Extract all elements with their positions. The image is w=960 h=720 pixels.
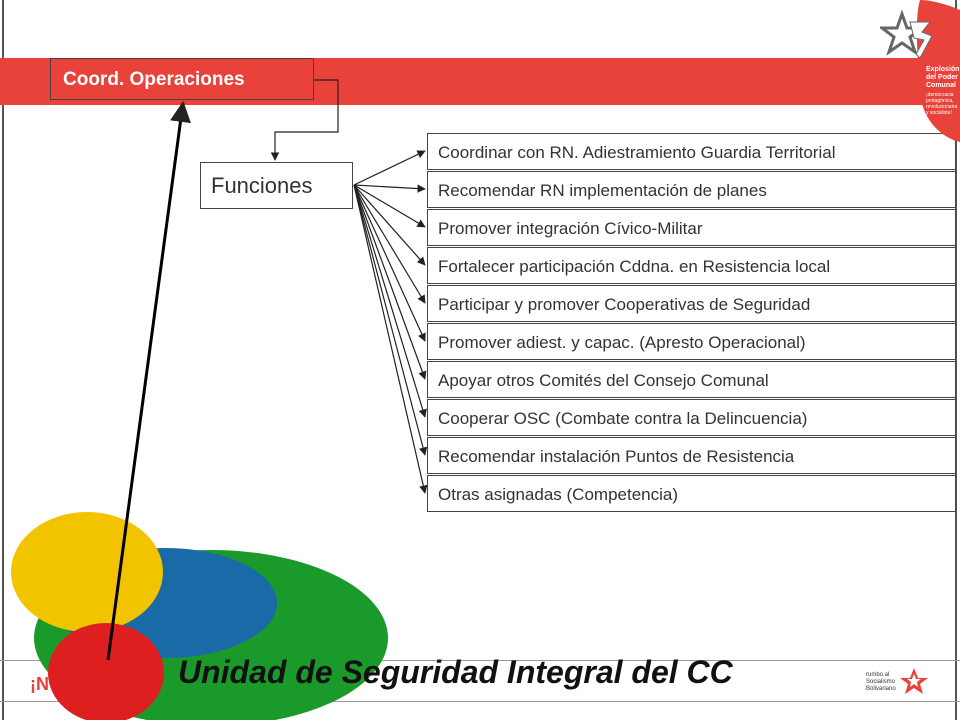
pointer-arrow: [106, 100, 191, 661]
function-item-3: Promover integración Cívico-Militar: [427, 209, 956, 246]
function-item-10: Otras asignadas (Competencia): [427, 475, 956, 512]
right-border-line: [955, 0, 957, 720]
footer-title: Unidad de Seguridad Integral del CC: [178, 654, 733, 690]
fan-arrow-10: [353, 184, 428, 494]
left-border-line: [2, 0, 4, 720]
function-item-5: Participar y promover Cooperativas de Se…: [427, 285, 956, 322]
footer-exclamation: ¡N: [30, 674, 49, 694]
function-item-2: Recomendar RN implementación de planes: [427, 171, 956, 208]
coord-operaciones-box: Coord. Operaciones: [50, 58, 314, 100]
fan-arrow-4: [353, 184, 426, 266]
fan-arrow-7: [353, 184, 427, 380]
logo-top-title: Explosión del Poder Comunal: [926, 66, 960, 89]
fan-arrow-2: [353, 184, 426, 193]
function-item-6: Promover adiest. y capac. (Apresto Opera…: [427, 323, 956, 360]
logo-bottom-text: rumbo al Socialismo Bolivariano: [866, 672, 896, 692]
poder-comunal-logo: [880, 0, 960, 142]
yellow-ellipse: [11, 512, 163, 632]
footer-line-top: [0, 660, 960, 661]
funciones-box: Funciones: [200, 162, 353, 209]
function-item-7: Apoyar otros Comités del Consejo Comunal: [427, 361, 956, 398]
function-item-1: Coordinar con RN. Adiestramiento Guardia…: [427, 133, 956, 170]
logo-top-subtitle: ¡democracia protagónica, revolucionaria …: [926, 92, 958, 116]
fan-arrow-3: [353, 184, 426, 228]
red-ellipse: [48, 623, 164, 720]
fan-arrow-9: [353, 184, 428, 456]
fan-arrow-5: [353, 184, 426, 304]
footer-line-bottom: [0, 701, 960, 702]
fan-arrows: [353, 150, 428, 494]
function-item-8: Cooperar OSC (Combate contra la Delincue…: [427, 399, 956, 436]
fan-arrow-8: [353, 184, 427, 418]
function-item-4: Fortalecer participación Cddna. en Resis…: [427, 247, 956, 284]
socialismo-logo: [900, 668, 928, 694]
fan-arrow-6: [353, 184, 426, 342]
coord-to-funciones-connector: [270, 79, 339, 161]
star-icon: [900, 668, 928, 694]
function-item-9: Recomendar instalación Puntos de Resiste…: [427, 437, 956, 474]
fan-arrow-1: [353, 150, 426, 186]
star-icon: [880, 9, 933, 59]
